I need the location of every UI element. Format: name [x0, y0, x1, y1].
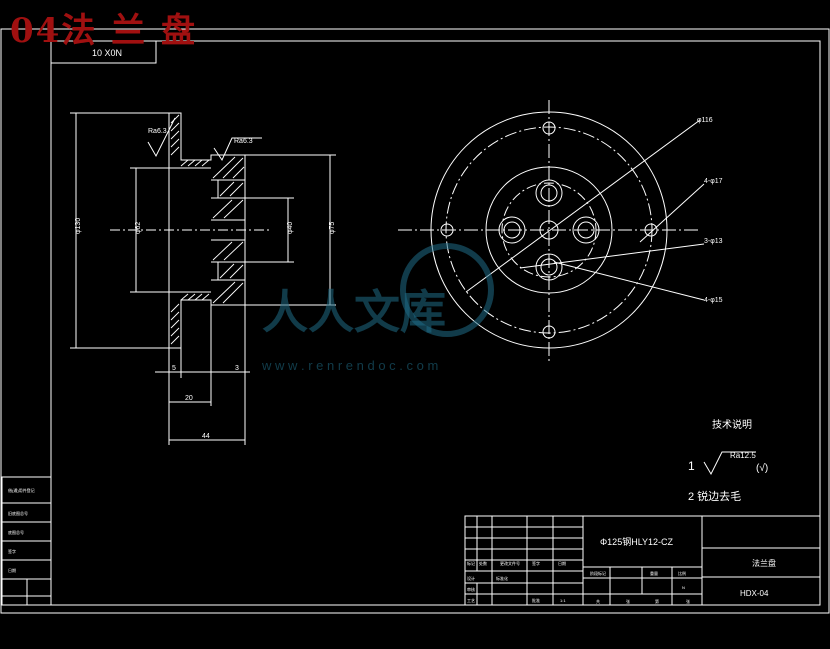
dim-outer-dia: φ130 [75, 218, 82, 234]
roughness-top: Ra6.3 [148, 128, 167, 135]
watermark-url: w w w . r e n r e n d o c . c o m [261, 358, 438, 373]
part-name: 法兰盘 [752, 558, 776, 568]
dim-3: 3 [235, 365, 239, 372]
callout-3: 3-φ13 [704, 238, 723, 245]
tech-notes-heading: 技术说明 [712, 418, 752, 431]
watermark-logo: 人人文库 w w w . r e n r e n d o c . c o m [261, 243, 494, 373]
material-text: Φ125钢HLY12-CZ [600, 536, 674, 547]
svg-text:重量: 重量 [650, 570, 658, 576]
svg-text:审核: 审核 [467, 586, 475, 592]
drawing-number: HDX-04 [740, 589, 769, 598]
svg-text:标记: 标记 [467, 560, 475, 566]
left-column-labels: 借(通)用件登记 旧底图总号 底图总号 签字 日期 [8, 487, 35, 573]
svg-text:N: N [682, 585, 685, 590]
dim-20: 20 [185, 395, 193, 402]
svg-text:比例: 比例 [678, 570, 686, 576]
svg-text:更改文件号: 更改文件号 [500, 560, 520, 566]
svg-text:标准化: 标准化 [496, 575, 508, 581]
side-view-section [70, 112, 336, 445]
svg-text:日期: 日期 [558, 560, 566, 566]
svg-text:日期: 日期 [8, 567, 16, 573]
tech-note-2: 2 锐边去毛 [688, 489, 741, 503]
overlay-title: 04法 兰 盘 [10, 11, 197, 51]
svg-text:张: 张 [686, 598, 690, 604]
svg-text:底图总号: 底图总号 [8, 529, 24, 535]
svg-text:签字: 签字 [532, 560, 540, 566]
svg-text:共: 共 [596, 598, 600, 604]
dim-44: 44 [202, 433, 210, 440]
callout-4: 4-φ15 [704, 297, 723, 304]
stamp-text: 10 X0N [92, 48, 122, 58]
sheet-border [0, 28, 830, 614]
svg-text:工艺: 工艺 [467, 598, 475, 603]
svg-text:批准: 批准 [532, 597, 540, 603]
callout-1: φ116 [697, 117, 713, 124]
svg-text:1:1: 1:1 [560, 598, 566, 603]
svg-text:借(通)用件登记: 借(通)用件登记 [8, 487, 35, 493]
svg-text:第: 第 [655, 598, 659, 604]
dim-flange: φ75 [329, 222, 336, 234]
front-view [398, 100, 705, 362]
svg-text:旧底图总号: 旧底图总号 [8, 510, 28, 516]
svg-text:张: 张 [626, 598, 630, 604]
dim-bore: φ40 [287, 222, 294, 234]
svg-text:处数: 处数 [479, 560, 487, 566]
svg-text:签字: 签字 [8, 548, 16, 554]
svg-text:阶段标记: 阶段标记 [590, 570, 606, 576]
dim-5: 5 [172, 365, 176, 372]
roughness-right: Ra6.3 [234, 138, 253, 145]
callout-2: 4-φ17 [704, 178, 723, 185]
dim-mid-dia: φ62 [135, 222, 142, 234]
watermark-brand: 人人文库 [262, 286, 446, 338]
title-block [464, 515, 821, 606]
tech-note-1-ra: Ra12.5 [730, 451, 756, 460]
svg-text:设计: 设计 [467, 575, 475, 581]
title-block-labels: 标记 处数 更改文件号 签字 日期 设计 标准化 审核 工艺 批准 阶段标记 重… [467, 560, 690, 604]
tech-note-1-num: 1 [688, 459, 695, 473]
tech-note-1-suffix: (√) [756, 462, 768, 474]
roughness-symbol [703, 451, 756, 476]
